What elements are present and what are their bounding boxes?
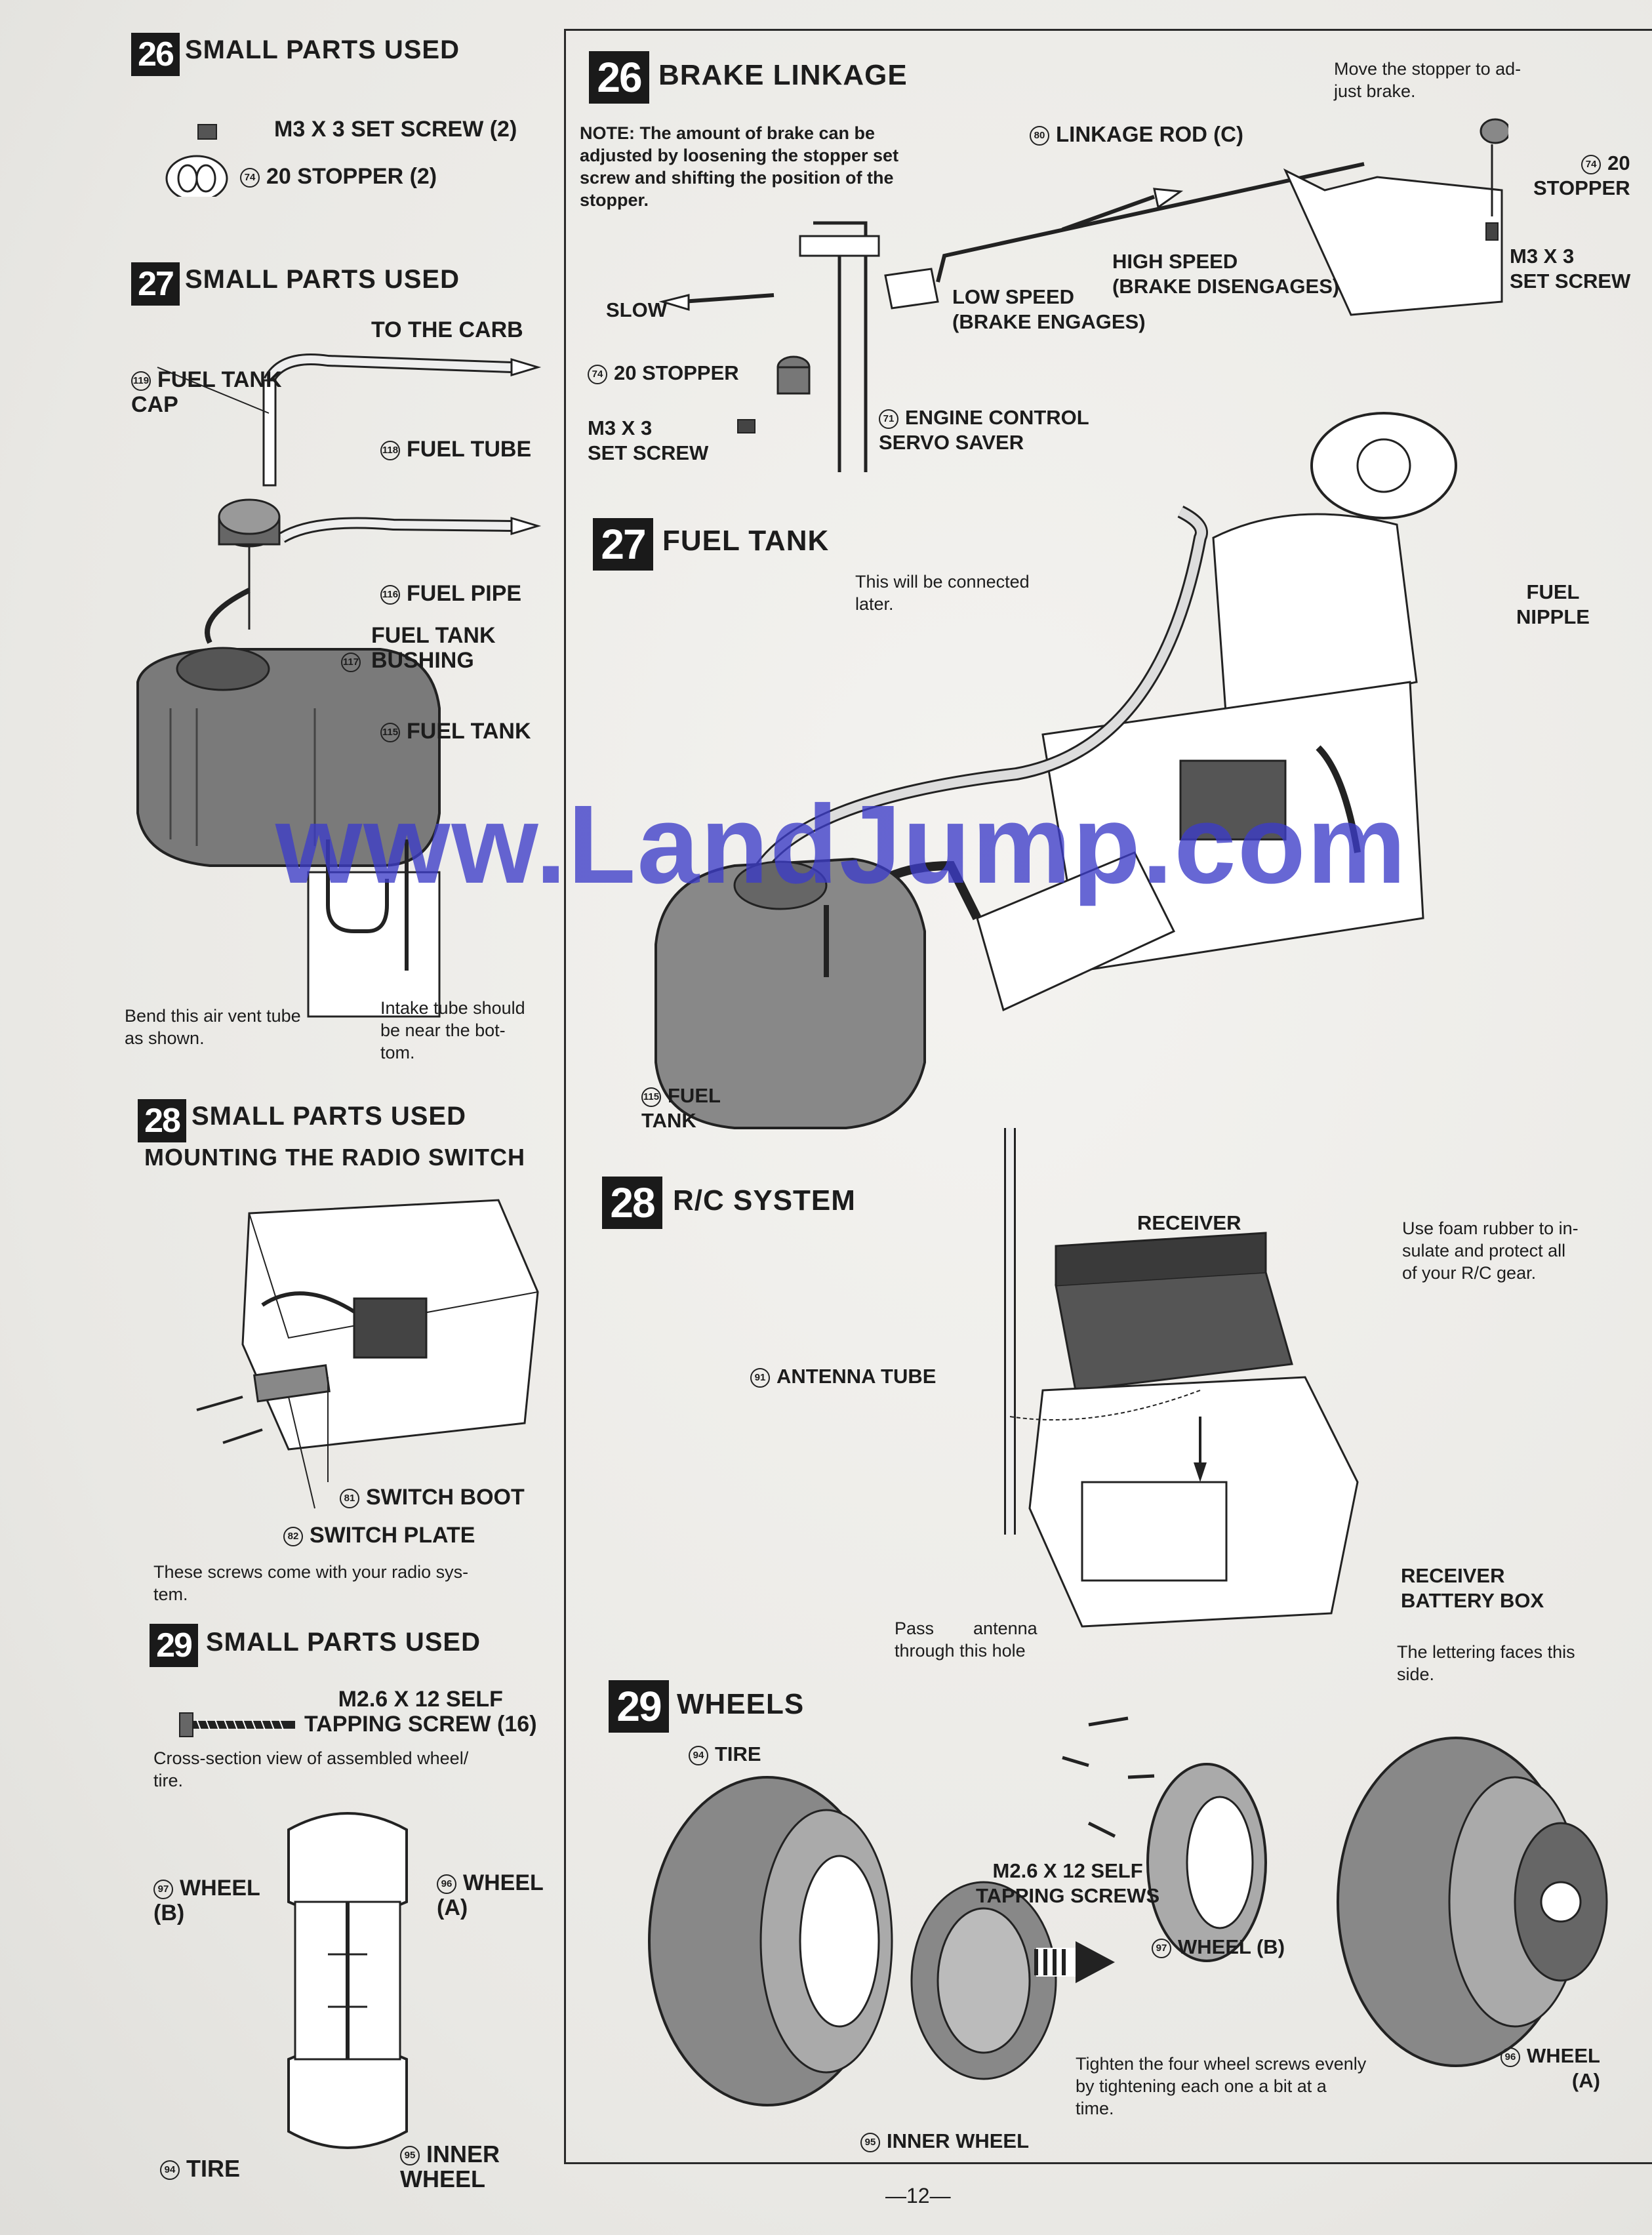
section-subtitle: MOUNTING THE RADIO SWITCH <box>144 1144 525 1171</box>
step-badge: 28 <box>602 1177 662 1229</box>
brake-linkage-diagram <box>658 118 1508 472</box>
move-stopper-note: Move the stopper to ad- just brake. <box>1334 59 1521 101</box>
radio-screws-note: These screws come with your radio sys- t… <box>153 1562 469 1604</box>
cross-section-note: Cross-section view of assembled wheel/ t… <box>153 1748 469 1790</box>
tapping-screw-part: M2.6 X 12 SELF TAPPING SCREW (16) <box>304 1687 537 1737</box>
tighten-screws-note: Tighten the four wheel screws evenly by … <box>1076 2054 1367 2118</box>
radio-switch-diagram <box>196 1199 539 1509</box>
section-title: SMALL PARTS USED <box>191 1102 466 1131</box>
step-badge: 26 <box>131 33 180 76</box>
slow-label: SLOW <box>606 298 667 321</box>
tapping-screw-icon <box>179 1712 295 1737</box>
receiver-label: RECEIVER <box>1137 1211 1241 1234</box>
tapping-screws-label: M2.6 X 12 SELF TAPPING SCREWS <box>976 1859 1160 1907</box>
high-speed-label: HIGH SPEED (BRAKE DISENGAGES) <box>1112 250 1340 298</box>
step-badge: 26 <box>589 51 649 104</box>
engine-fuel-tank-diagram <box>655 412 1457 1129</box>
step-badge: 28 <box>138 1099 186 1142</box>
set-screw-part: M3 X 3 SET SCREW (2) <box>274 117 517 142</box>
main-panel-frame <box>564 29 1652 2164</box>
section-title: SMALL PARTS USED <box>185 265 460 294</box>
section-title: FUEL TANK <box>662 525 830 557</box>
fuel-nipple-label: FUEL NIPPLE <box>1516 580 1590 628</box>
set-screw-and-stopper-icon <box>165 124 228 197</box>
set-screw-left-label: M3 X 3 SET SCREW <box>588 416 709 464</box>
connected-later-note: This will be connected later. <box>855 572 1030 614</box>
intake-tube-note: Intake tube should be near the bot- tom. <box>380 998 525 1062</box>
receiver-battery-box-label: RECEIVER BATTERY BOX <box>1401 1564 1544 1612</box>
set-screw-right-label: M3 X 3 SET SCREW <box>1510 245 1631 292</box>
section-title: SMALL PARTS USED <box>185 35 460 64</box>
brake-note: NOTE: The amount of brake can be adjuste… <box>580 123 899 210</box>
step-badge: 27 <box>131 262 180 306</box>
to-the-carb-label: TO THE CARB <box>371 317 523 342</box>
watermark: www.LandJump.com <box>275 782 1407 907</box>
lettering-note: The lettering faces this side. <box>1397 1642 1575 1684</box>
section-title: SMALL PARTS USED <box>206 1628 481 1657</box>
step-badge: 29 <box>150 1624 198 1667</box>
wheels-assembly-diagram <box>648 1716 1608 2106</box>
step-badge: 27 <box>593 518 653 571</box>
foam-rubber-note: Use foam rubber to in- sulate and protec… <box>1402 1218 1579 1283</box>
air-vent-note: Bend this air vent tube as shown. <box>125 1006 301 1048</box>
wheel-cross-section-diagram <box>287 1812 408 2149</box>
fuel-tank-parts-diagram <box>136 353 542 1018</box>
low-speed-label: LOW SPEED (BRAKE ENGAGES) <box>952 285 1146 333</box>
section-title: BRAKE LINKAGE <box>658 59 908 91</box>
fuel-tank-bushing-label: FUEL TANK BUSHING <box>371 623 496 673</box>
page-number: —12— <box>885 2184 951 2207</box>
section-title: R/C SYSTEM <box>673 1184 856 1217</box>
rc-system-diagram <box>1004 1128 1359 1628</box>
step-badge: 29 <box>609 1680 669 1733</box>
section-title: WHEELS <box>677 1688 805 1720</box>
bushing-part-number: 117 <box>341 653 367 672</box>
pass-antenna-note: Pass antenna through this hole <box>895 1619 1038 1661</box>
